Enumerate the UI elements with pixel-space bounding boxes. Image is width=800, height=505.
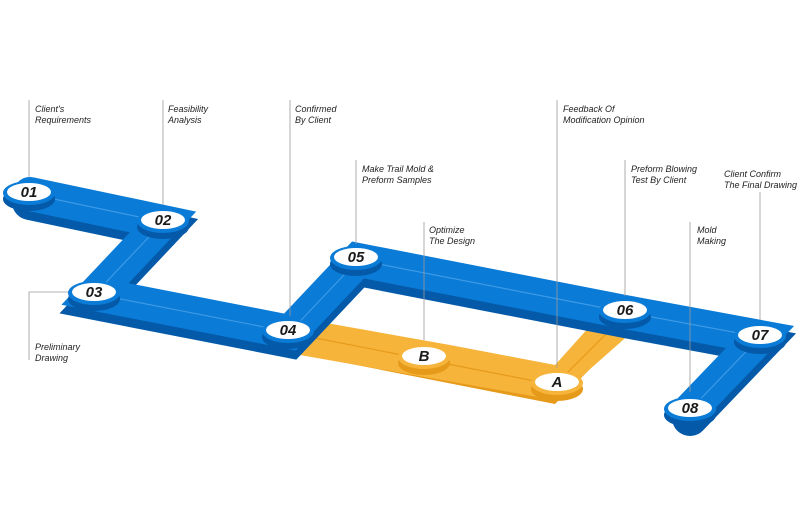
label-a-line1: Feedback Of <box>563 104 616 114</box>
label-07-line2: The Final Drawing <box>724 180 797 190</box>
label-b-line1: Optimize <box>429 225 465 235</box>
node-01-disc <box>7 183 51 201</box>
node-08-label: 08 <box>682 400 699 417</box>
label-04-line2: By Client <box>295 115 332 125</box>
label-03-line1: Preliminary <box>35 342 81 352</box>
node-03-disc <box>72 283 116 301</box>
label-02-line1: Feasibility <box>168 104 209 114</box>
node-01: 01 <box>3 181 55 211</box>
node-b: B <box>398 345 450 375</box>
node-a: A <box>531 371 583 401</box>
label-05: Make Trail Mold & Preform Samples <box>362 164 436 185</box>
label-05-line1: Make Trail Mold & <box>362 164 434 174</box>
label-01-line1: Client's <box>35 104 65 114</box>
label-07: Client Confirm The Final Drawing <box>724 169 797 190</box>
node-05: 05 <box>330 246 382 276</box>
label-06-line2: Test By Client <box>631 175 687 185</box>
node-06: 06 <box>599 299 651 329</box>
label-03-line2: Drawing <box>35 353 68 363</box>
node-07-label: 07 <box>752 327 769 344</box>
label-05-line2: Preform Samples <box>362 175 432 185</box>
node-b-disc <box>402 347 446 365</box>
label-07-line1: Client Confirm <box>724 169 782 179</box>
node-07-disc <box>738 326 782 344</box>
label-08-line1: Mold <box>697 225 718 235</box>
node-02: 02 <box>137 209 189 239</box>
step-labels: Client's Requirements Feasibility Analys… <box>35 104 797 363</box>
node-08-disc <box>668 399 712 417</box>
node-07: 07 <box>734 324 786 354</box>
label-a-line2: Modification Opinion <box>563 115 645 125</box>
label-04: Confirmed By Client <box>295 104 339 125</box>
label-b: Optimize The Design <box>429 225 475 246</box>
node-b-label: B <box>419 348 430 365</box>
leader-lines <box>28 100 761 392</box>
node-02-disc <box>141 211 185 229</box>
label-01: Client's Requirements <box>35 104 92 125</box>
label-02-line2: Analysis <box>167 115 202 125</box>
node-03: 03 <box>68 281 120 311</box>
node-01-label: 01 <box>21 184 38 201</box>
label-a: Feedback Of Modification Opinion <box>563 104 645 125</box>
node-05-disc <box>334 248 378 266</box>
node-02-label: 02 <box>155 212 172 229</box>
node-04: 04 <box>262 319 314 349</box>
label-b-line2: The Design <box>429 236 475 246</box>
label-08: Mold Making <box>697 225 726 246</box>
node-03-label: 03 <box>86 284 103 301</box>
label-04-line1: Confirmed <box>295 104 338 114</box>
label-03: Preliminary Drawing <box>35 342 83 363</box>
node-a-disc <box>535 373 579 391</box>
leader-03 <box>28 291 72 360</box>
label-06: Preform Blowing Test By Client <box>631 164 700 185</box>
label-06-line1: Preform Blowing <box>631 164 697 174</box>
label-02: Feasibility Analysis <box>167 104 211 125</box>
node-06-disc <box>603 301 647 319</box>
node-08: 08 <box>664 397 716 427</box>
node-04-disc <box>266 321 310 339</box>
node-06-label: 06 <box>617 302 634 319</box>
label-01-line2: Requirements <box>35 115 92 125</box>
node-05-label: 05 <box>348 249 365 266</box>
node-04-label: 04 <box>280 322 297 339</box>
node-a-label: A <box>551 374 563 391</box>
label-08-line2: Making <box>697 236 726 246</box>
